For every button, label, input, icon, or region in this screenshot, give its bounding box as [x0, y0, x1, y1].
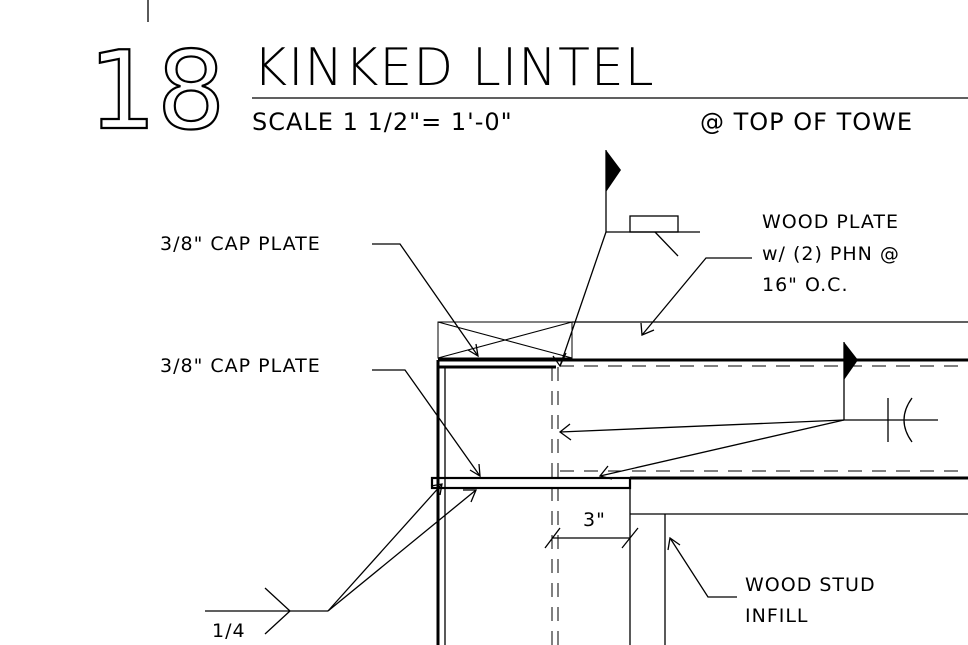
tower-column	[436, 360, 559, 645]
svg-text:16" O.C.: 16" O.C.	[762, 274, 849, 296]
cap-plate-lower	[430, 470, 968, 490]
label-cap-plate-upper: 3/8" CAP PLATE	[160, 233, 321, 255]
leader-wood-stud	[669, 537, 737, 598]
leader-cap-plate-lower	[372, 369, 481, 477]
detail-scale: SCALE 1 1/2"= 1'-0"	[252, 108, 513, 136]
weld-symbol-bottom: 1/4	[205, 483, 477, 642]
cap-plate-upper	[438, 358, 968, 369]
svg-text:1/4: 1/4	[212, 620, 246, 642]
svg-text:WOOD PLATE: WOOD PLATE	[762, 211, 899, 233]
weld-symbol-top	[552, 150, 700, 368]
arrow-wood-plate	[640, 322, 655, 336]
label-wood-stud-infill: WOOD STUD INFILL	[745, 574, 876, 627]
svg-text:INFILL: INFILL	[745, 605, 809, 627]
svg-text:3": 3"	[583, 509, 606, 531]
label-cap-plate-lower: 3/8" CAP PLATE	[160, 355, 321, 377]
svg-text:WOOD STUD: WOOD STUD	[745, 574, 876, 596]
label-wood-plate: WOOD PLATE w/ (2) PHN @ 16" O.C.	[762, 211, 900, 296]
dimension-3in: 3"	[544, 509, 639, 549]
arrow-wood-stud	[667, 536, 681, 551]
leader-cap-plate-upper	[372, 243, 479, 357]
detail-title: KINKED LINTEL	[253, 38, 655, 98]
weld-symbol-right	[558, 342, 938, 480]
wood-stud-infill	[629, 488, 968, 645]
detail-location: @ TOP OF TOWE	[700, 108, 913, 136]
arrow-cap-plate-lower	[469, 463, 481, 478]
detail-number: 18	[88, 29, 225, 154]
leader-wood-plate	[641, 257, 752, 336]
wood-plate-block	[437, 321, 968, 359]
svg-text:w/ (2) PHN @: w/ (2) PHN @	[762, 243, 900, 265]
